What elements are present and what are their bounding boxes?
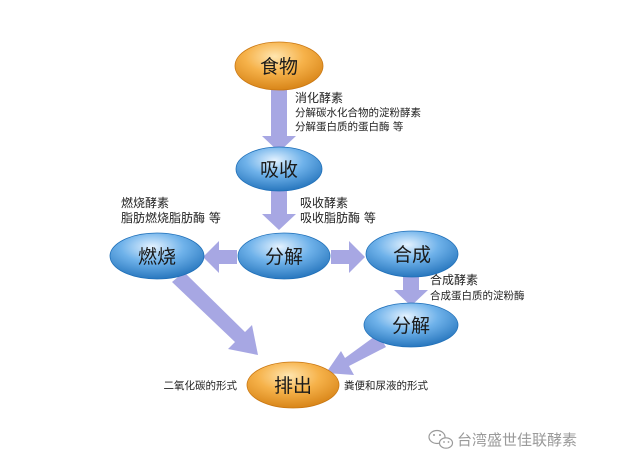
node-excrete-label: 排出 xyxy=(274,375,312,397)
node-burn: 燃烧 xyxy=(109,232,205,280)
annotation-absorption-line1: 吸收脂肪酶 等 xyxy=(300,210,376,225)
annotation-absorption: 吸收酵素 吸收脂肪酶 等 xyxy=(300,196,376,225)
arrow-food-to-absorb xyxy=(262,90,296,152)
node-burn-label: 燃烧 xyxy=(138,246,176,268)
annotation-synthesis-title: 合成酵素 xyxy=(430,272,478,287)
node-decompose: 分解 xyxy=(237,232,331,280)
node-absorb: 吸收 xyxy=(235,146,323,192)
arrow-decompose-to-synthesize xyxy=(331,241,365,273)
node-absorb-label: 吸收 xyxy=(260,159,298,181)
annotation-digestive-title: 消化酵素 xyxy=(295,91,343,105)
node-decompose2-label: 分解 xyxy=(392,315,430,337)
node-synthesize: 合成 xyxy=(365,230,459,278)
watermark: 台湾盛世佳联酵素 xyxy=(428,429,577,449)
arrow-burn-to-excrete xyxy=(172,272,258,355)
annotation-combustion: 燃烧酵素 脂肪燃烧脂肪酶 等 xyxy=(121,195,221,225)
annotation-combustion-line1: 脂肪燃烧脂肪酶 等 xyxy=(121,210,221,225)
node-excrete: 排出 xyxy=(246,361,340,409)
node-food-label: 食物 xyxy=(260,56,298,78)
arrow-decompose-to-burn xyxy=(203,241,237,273)
node-decompose-label: 分解 xyxy=(265,246,303,268)
watermark-text: 台湾盛世佳联酵素 xyxy=(457,431,577,449)
node-decompose2: 分解 xyxy=(363,302,459,348)
arrows xyxy=(172,90,428,375)
annotation-absorption-title: 吸收酵素 xyxy=(300,196,348,210)
node-synthesize-label: 合成 xyxy=(393,244,431,266)
arrow-decompose2-to-excrete xyxy=(326,334,386,375)
annotation-waste: 粪便和尿液的形式 xyxy=(344,379,428,392)
node-food: 食物 xyxy=(234,41,324,91)
annotation-digestive-line1: 分解碳水化合物的淀粉酵素 xyxy=(295,106,421,119)
annotation-synthesis: 合成酵素 合成蛋白质的淀粉酶 xyxy=(430,272,525,302)
arrow-absorb-to-decompose xyxy=(262,190,296,230)
wechat-icon xyxy=(428,429,454,449)
arrow-synthesize-to-decompose2 xyxy=(394,276,428,306)
annotation-co2: 二氧化碳的形式 xyxy=(164,379,238,392)
annotation-digestive: 消化酵素 分解碳水化合物的淀粉酵素 分解蛋白质的蛋白酶 等 xyxy=(295,91,421,133)
annotation-digestive-line2: 分解蛋白质的蛋白酶 等 xyxy=(295,120,404,133)
annotation-combustion-title: 燃烧酵素 xyxy=(121,195,169,210)
annotation-synthesis-line1: 合成蛋白质的淀粉酶 xyxy=(430,289,525,302)
